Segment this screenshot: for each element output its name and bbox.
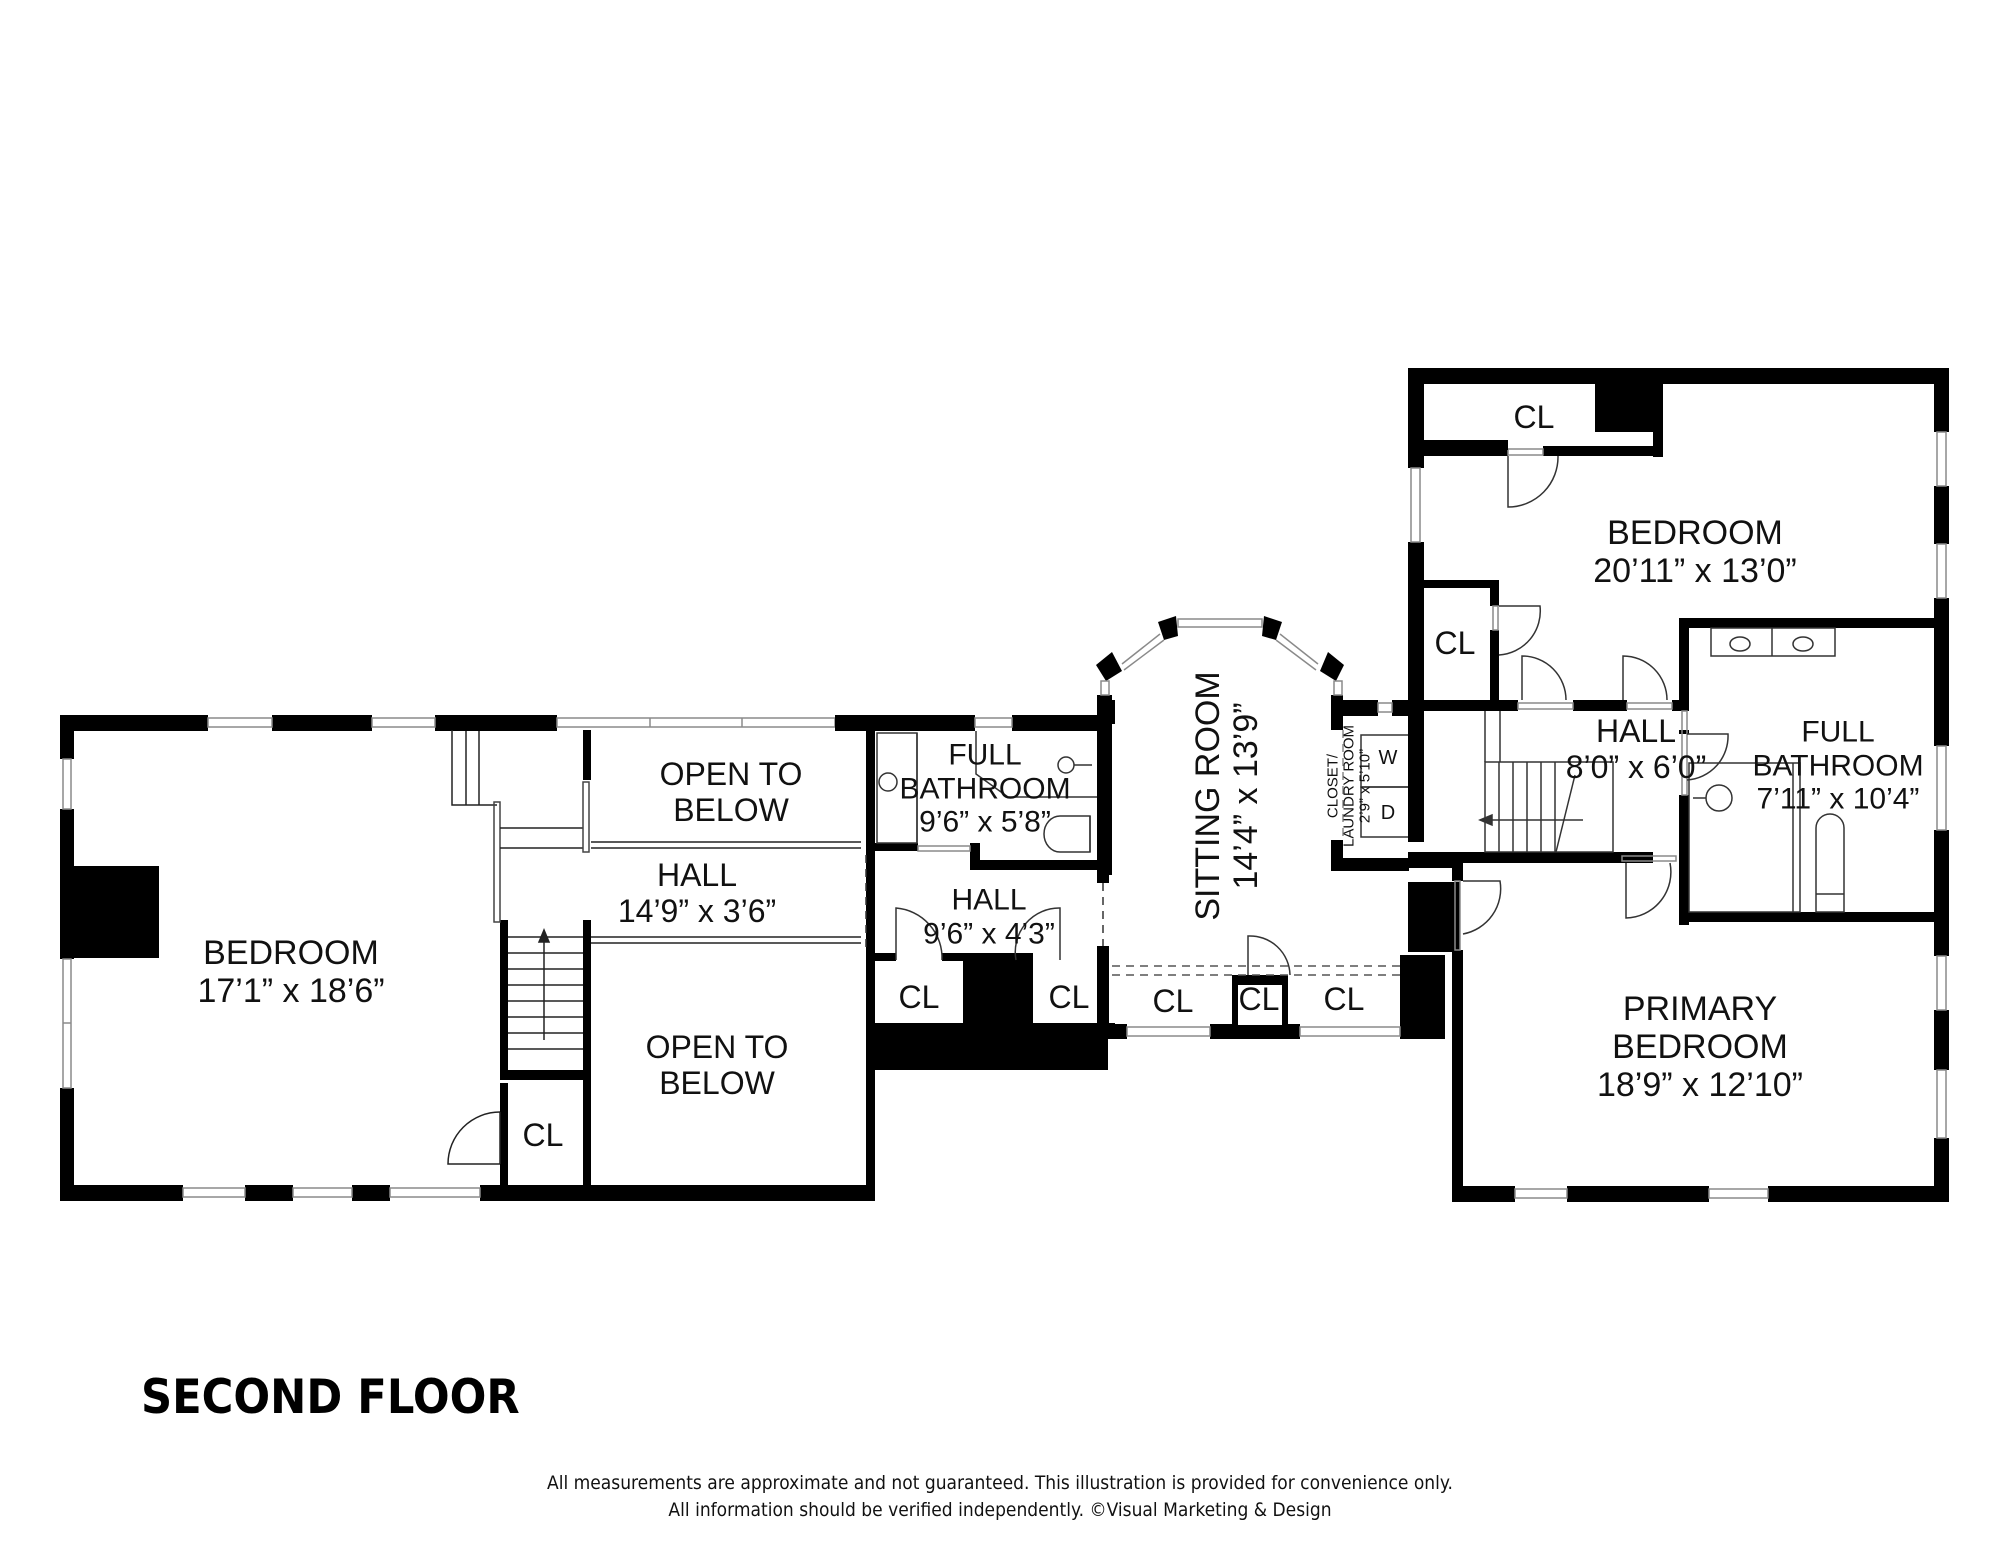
room-name-line1: FULL bbox=[1801, 715, 1875, 749]
sitting-room-windows bbox=[1100, 618, 1401, 1037]
room-full-bathroom-east: FULL BATHROOM 7’11” x 10’4” bbox=[1752, 716, 1923, 817]
room-name-line2: BATHROOM bbox=[1752, 749, 1924, 783]
room-open-to-below-north: OPEN TO BELOW bbox=[659, 756, 803, 829]
room-name-line2: BATHROOM bbox=[899, 772, 1071, 806]
room-name-line2: BELOW bbox=[659, 1065, 775, 1101]
closet-sitting-3: CL bbox=[1323, 981, 1365, 1018]
room-size: 2’9” x 5’10” bbox=[1355, 748, 1373, 824]
room-size: 8’0” x 6’0” bbox=[1565, 749, 1707, 785]
room-name: HALL bbox=[656, 857, 738, 894]
room-name: HALL bbox=[951, 883, 1027, 917]
east-wing-windows bbox=[1410, 431, 1947, 1199]
room-size: 20’11” x 13’0” bbox=[1593, 552, 1797, 590]
dryer-label: D bbox=[1380, 801, 1396, 824]
room-name: HALL bbox=[1595, 713, 1677, 750]
center-walls bbox=[835, 695, 1115, 1152]
room-hall-center: HALL 9’6” x 4’3” bbox=[923, 883, 1055, 950]
closet-ne-top: CL bbox=[1513, 399, 1555, 436]
room-size: 9’6” x 5’8” bbox=[919, 805, 1051, 839]
east-wing-walls bbox=[1408, 368, 1949, 1202]
disclaimer: All measurements are approximate and not… bbox=[0, 1470, 2000, 1524]
east-wing-fixtures bbox=[1462, 455, 1845, 935]
washer-label: W bbox=[1378, 746, 1398, 769]
room-size: 9’6” x 4’3” bbox=[923, 917, 1055, 950]
room-full-bathroom-center: FULL BATHROOM 9’6” x 5’8” bbox=[899, 739, 1070, 840]
closet-center-2: CL bbox=[1048, 979, 1090, 1016]
room-name-line1: CLOSET/ bbox=[1324, 753, 1342, 819]
room-name-line2: LAUNDRY ROOM bbox=[1340, 725, 1358, 847]
room-sitting-room: SITTING ROOM 14’4” x 13’9” bbox=[1189, 671, 1265, 920]
room-name-line1: PRIMARY bbox=[1622, 989, 1778, 1028]
room-size: 7’11” x 10’4” bbox=[1756, 782, 1920, 816]
west-wing-fixtures bbox=[447, 730, 861, 1165]
room-name-line2: BEDROOM bbox=[1612, 1027, 1788, 1066]
room-size: 17’1” x 18’6” bbox=[197, 972, 385, 1010]
room-name: BEDROOM bbox=[1607, 513, 1783, 552]
closet-ne-side: CL bbox=[1434, 625, 1476, 662]
disclaimer-line-2: All information should be verified indep… bbox=[668, 1499, 1332, 1521]
floor-title: SECOND FLOOR bbox=[141, 1370, 520, 1425]
center-closet-fills bbox=[875, 971, 1097, 1023]
room-hall-east: HALL 8’0” x 6’0” bbox=[1565, 713, 1707, 786]
center-fixtures bbox=[865, 717, 1104, 961]
room-size: 14’9” x 3’6” bbox=[617, 893, 777, 929]
closet-stair: CL bbox=[522, 1117, 564, 1154]
room-open-to-below-south: OPEN TO BELOW bbox=[645, 1029, 789, 1102]
room-name-line1: OPEN TO bbox=[645, 1029, 789, 1066]
room-name: BEDROOM bbox=[203, 933, 379, 972]
sitting-room-fills bbox=[1238, 985, 1282, 1025]
room-bedroom-west: BEDROOM 17’1” x 18’6” bbox=[197, 934, 384, 1010]
closet-center-1: CL bbox=[898, 979, 940, 1016]
room-bedroom-ne: BEDROOM 20’11” x 13’0” bbox=[1593, 514, 1797, 590]
room-size: 18’9” x 12’10” bbox=[1596, 1066, 1804, 1105]
room-name-line2: BELOW bbox=[673, 792, 789, 828]
closet-sitting-2: CL bbox=[1238, 981, 1280, 1018]
ne-closet-walls bbox=[1424, 440, 1508, 450]
room-name-line1: OPEN TO bbox=[659, 756, 803, 793]
disclaimer-line-1: All measurements are approximate and not… bbox=[546, 1472, 1453, 1494]
room-primary-bedroom: PRIMARY BEDROOM 18’9” x 12’10” bbox=[1597, 990, 1803, 1104]
room-size: 14’4” x 13’9” bbox=[1227, 702, 1265, 890]
closet-sitting-1: CL bbox=[1152, 983, 1194, 1020]
room-name-line1: FULL bbox=[948, 738, 1022, 772]
room-hall-west: HALL 14’9” x 3’6” bbox=[617, 857, 777, 930]
room-name: SITTING ROOM bbox=[1188, 671, 1227, 921]
room-closet-laundry: CLOSET/ LAUNDRY ROOM 2’9” x 5’10” bbox=[1324, 725, 1373, 847]
